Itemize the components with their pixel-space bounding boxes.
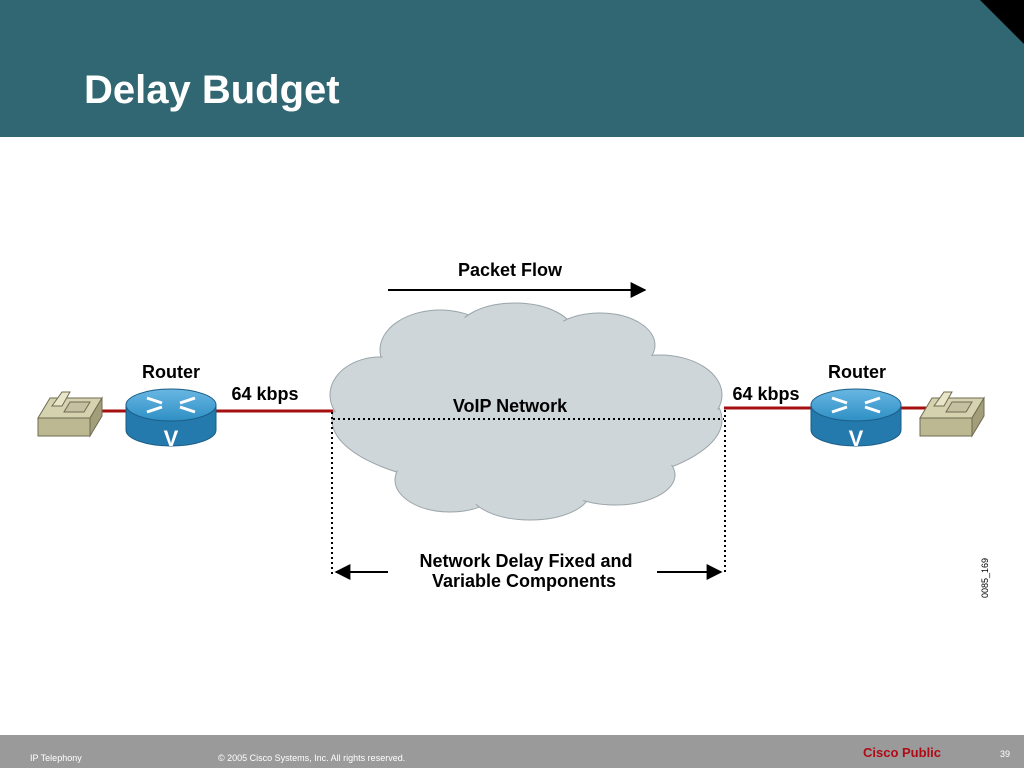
left-router-icon: V [125,388,217,451]
footer-topic: IP Telephony [30,753,82,763]
right-link-speed: 64 kbps [732,384,799,404]
slide-header: Delay Budget [0,0,1024,137]
voip-delay-diagram: V V Packet Flow VoIP Network Router Rout… [37,260,990,598]
header-corner-mark [980,0,1024,44]
delay-label-line2: Variable Components [432,571,616,591]
cloud-fill [334,308,720,516]
cloud-label: VoIP Network [453,396,568,416]
packet-flow-label: Packet Flow [458,260,563,280]
slide-title: Delay Budget [84,68,340,112]
left-phone-icon [37,391,103,438]
right-router-label: Router [828,362,886,382]
right-router-glyph: V [849,426,864,451]
left-router-label: Router [142,362,200,382]
figure-id: 0085_169 [980,558,990,598]
delay-label-line1: Network Delay Fixed and [419,551,632,571]
footer-classification: Cisco Public [863,745,942,760]
left-router-glyph: V [164,426,179,451]
right-router-icon: V [810,388,902,451]
footer-page-number: 39 [1000,749,1011,759]
left-link-speed: 64 kbps [231,384,298,404]
slide-footer: IP Telephony © 2005 Cisco Systems, Inc. … [0,735,1024,768]
footer-copyright: © 2005 Cisco Systems, Inc. All rights re… [218,753,406,763]
right-phone-icon [919,391,985,438]
